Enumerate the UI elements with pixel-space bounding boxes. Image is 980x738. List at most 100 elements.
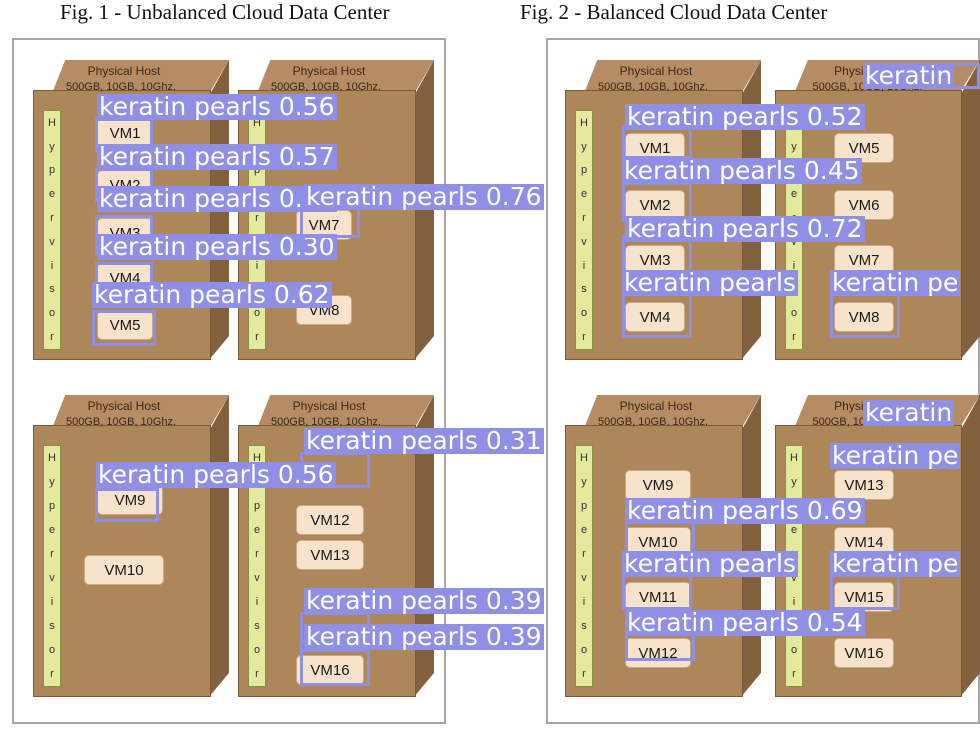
vm-box: VM16 bbox=[834, 638, 894, 668]
host-side-face bbox=[209, 395, 229, 697]
vm-box: VM13 bbox=[834, 470, 894, 500]
hypervisor-letter: H bbox=[790, 452, 798, 464]
detection-label: keratin pe bbox=[830, 441, 961, 470]
hypervisor-letter: r bbox=[582, 212, 586, 225]
detection-label: keratin pearls 0.39 bbox=[304, 586, 544, 615]
hypervisor-letter: i bbox=[50, 596, 54, 608]
hypervisor-letter: y bbox=[49, 140, 55, 153]
hypervisor-letter: r bbox=[50, 212, 54, 225]
hypervisor-letter: r bbox=[50, 668, 54, 680]
hypervisor-letter: e bbox=[580, 524, 588, 536]
host-side-face bbox=[414, 60, 434, 360]
hypervisor-letter: r bbox=[255, 668, 259, 680]
detection-label: keratin pearls 0.56 bbox=[97, 92, 337, 121]
detection-label: keratin pearls 0.54 bbox=[625, 608, 865, 637]
hypervisor-letter: v bbox=[791, 572, 797, 584]
vm-box: VM5 bbox=[97, 310, 153, 340]
host-title: Physical Host bbox=[292, 399, 366, 413]
hypervisor-letter: s bbox=[581, 283, 587, 296]
detection-label: keratin pearls bbox=[622, 268, 798, 297]
detection-label: keratin pearls 0.45 bbox=[622, 156, 862, 185]
detection-label: keratin pearls 0.62 bbox=[92, 280, 332, 309]
detection-label: keratin pearls 0.30 bbox=[97, 232, 337, 261]
hypervisor-letter: i bbox=[255, 259, 259, 272]
detection-label: keratin pearls 0.31 bbox=[304, 426, 544, 455]
hypervisor-letter: e bbox=[580, 188, 588, 201]
hypervisor-letter: H bbox=[48, 116, 56, 129]
host-spec: 500GB, 10GB, 10Ghz. bbox=[65, 416, 177, 428]
hypervisor-letter: s bbox=[49, 283, 55, 296]
detection-label: keratin pearls 0.76 bbox=[304, 182, 544, 211]
vm-box: VM4 bbox=[625, 302, 685, 332]
hypervisor-letter: i bbox=[792, 596, 796, 608]
hypervisor-letter: i bbox=[255, 596, 259, 608]
host-side-face bbox=[960, 395, 980, 697]
detection-label: keratin pearls 0.52 bbox=[625, 102, 865, 131]
hypervisor-letter: s bbox=[254, 620, 260, 632]
hypervisor-letter: y bbox=[581, 140, 587, 153]
hypervisor-letter: v bbox=[254, 572, 260, 584]
detection-label: keratin pearls 0.69 bbox=[625, 496, 865, 525]
detection-box bbox=[830, 290, 900, 338]
figure-caption-balanced: Fig. 2 - Balanced Cloud Data Center bbox=[520, 0, 828, 24]
hypervisor-letter: p bbox=[253, 164, 261, 177]
hypervisor-letter: v bbox=[581, 235, 587, 248]
hypervisor-letter: o bbox=[253, 644, 261, 656]
detection-label: keratin bbox=[863, 61, 955, 90]
host-title: Physical Host bbox=[292, 64, 366, 78]
hypervisor-letter: H bbox=[253, 116, 261, 129]
host-title: Physical Host bbox=[619, 399, 693, 413]
hypervisor-letter: p bbox=[48, 164, 56, 177]
hypervisor-letter: o bbox=[580, 644, 588, 656]
hypervisor-letter: s bbox=[49, 620, 55, 632]
host-spec: 500GB, 10GB, 10Ghz. bbox=[270, 81, 382, 93]
hypervisor-letter: v bbox=[49, 235, 55, 248]
detection-label: keratin pearls 0.58 bbox=[97, 184, 337, 213]
hypervisor-letter: p bbox=[580, 500, 588, 512]
hypervisor-letter: i bbox=[582, 259, 586, 272]
detection-label: keratin pe bbox=[830, 549, 961, 578]
hypervisor-letter: v bbox=[581, 572, 587, 584]
host-title: Physical Host bbox=[87, 64, 161, 78]
detection-label: keratin pearls 0.72 bbox=[625, 214, 865, 243]
host-side-face bbox=[414, 395, 434, 697]
detection-label: keratin pearls 0.57 bbox=[97, 142, 337, 171]
figure-caption-unbalanced: Fig. 1 - Unbalanced Cloud Data Center bbox=[60, 0, 390, 24]
host-spec: 500GB, 10GB, 10Ghz. bbox=[597, 81, 709, 93]
hypervisor-letter: e bbox=[790, 524, 798, 536]
hypervisor-letter: H bbox=[580, 116, 588, 129]
host-spec: 500GB, 10GB, 10Ghz. bbox=[597, 416, 709, 428]
hypervisor-letter: r bbox=[255, 548, 259, 560]
detection-box bbox=[92, 310, 156, 346]
vm-box: VM8 bbox=[834, 302, 894, 332]
host-title: Physical Host bbox=[619, 64, 693, 78]
vm-box: VM13 bbox=[296, 540, 364, 570]
hypervisor-letter: p bbox=[580, 164, 588, 177]
hypervisor-letter: i bbox=[792, 259, 796, 272]
hypervisor-letter: r bbox=[255, 212, 259, 225]
hypervisor-letter: e bbox=[48, 188, 56, 201]
hypervisor-letter: o bbox=[790, 644, 798, 656]
host-title: Physical Host bbox=[87, 399, 161, 413]
hypervisor-letter: e bbox=[253, 524, 261, 536]
host-side-face bbox=[741, 395, 761, 697]
vm-box: VM12 bbox=[296, 505, 364, 535]
vm-box: VM12 bbox=[625, 638, 691, 668]
detection-box bbox=[95, 488, 159, 522]
hypervisor-letter: e bbox=[790, 188, 798, 201]
hypervisor-letter: o bbox=[790, 307, 798, 320]
vm-box: VM10 bbox=[84, 555, 164, 585]
hypervisor-letter: r bbox=[255, 331, 259, 344]
host-side-face bbox=[960, 60, 980, 360]
hypervisor-letter: o bbox=[48, 644, 56, 656]
hypervisor-letter: o bbox=[253, 307, 261, 320]
detection-label: keratin pearls 0.56 bbox=[96, 460, 336, 489]
hypervisor-letter: y bbox=[49, 476, 55, 488]
hypervisor-letter: r bbox=[792, 331, 796, 344]
hypervisor-letter: H bbox=[48, 452, 56, 464]
